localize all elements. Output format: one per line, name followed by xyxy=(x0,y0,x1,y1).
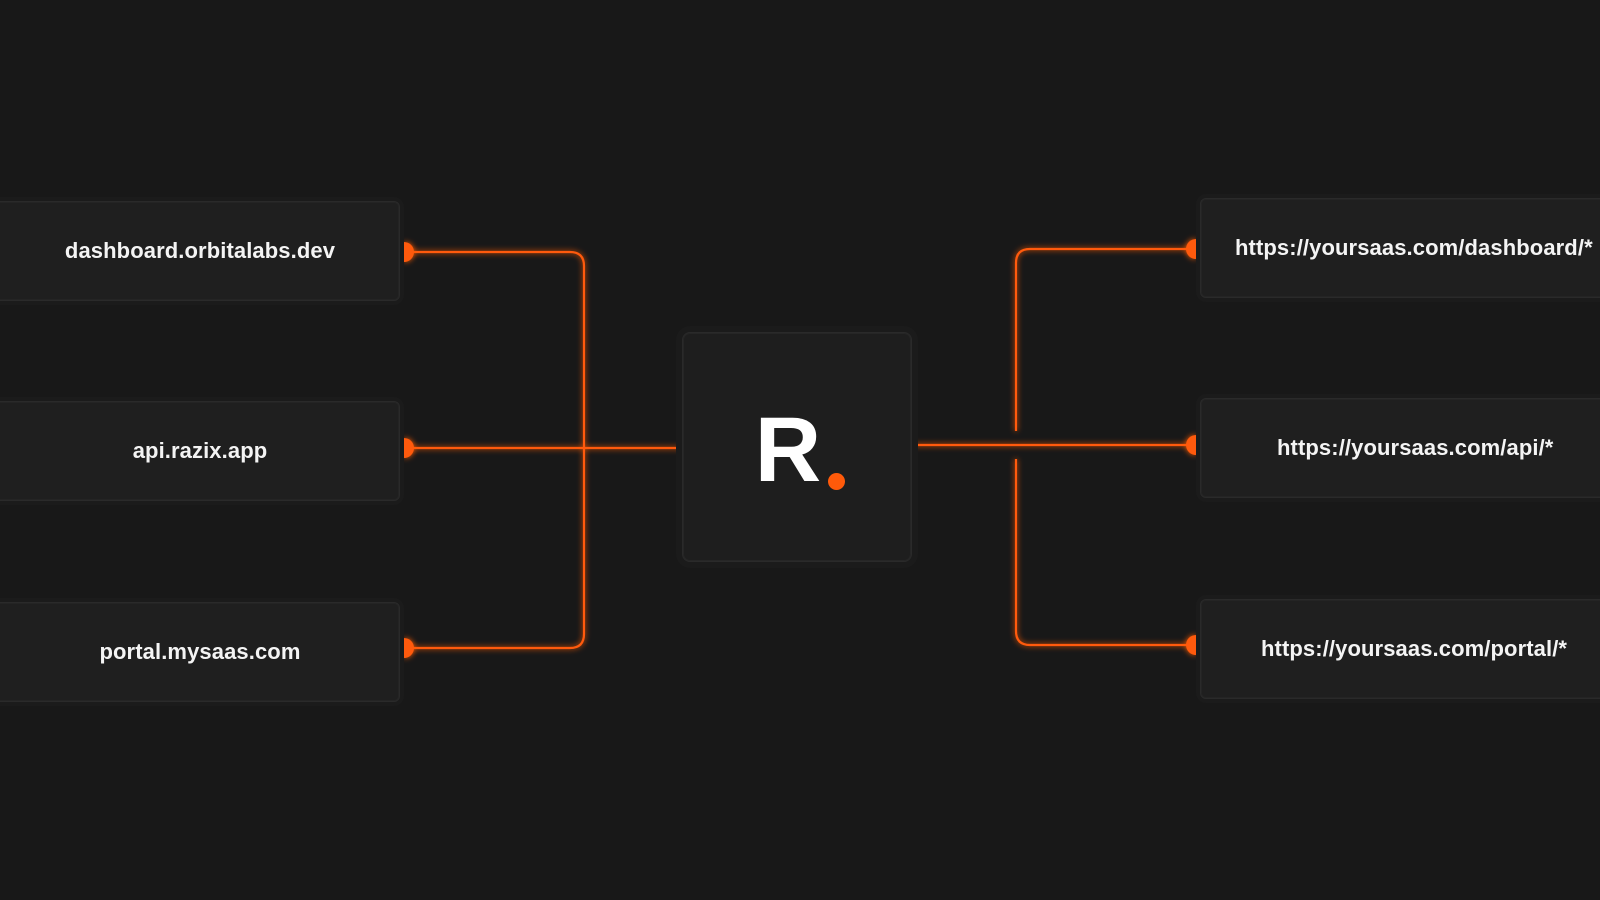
connector-dot-destination-3 xyxy=(1186,635,1196,655)
wire-destination-3 xyxy=(1014,459,1192,647)
source-card-dashboard: dashboard.orbitalabs.dev xyxy=(0,201,400,301)
wire-source-1 xyxy=(406,250,586,434)
wire-destination-1 xyxy=(1014,247,1192,431)
destination-label: https://yoursaas.com/api/* xyxy=(1277,435,1554,460)
orange-dot-icon xyxy=(828,473,846,490)
hub-logo-card: R xyxy=(682,332,912,562)
connector-dot-source-1 xyxy=(404,242,414,262)
destination-card-portal: https://yoursaas.com/portal/* xyxy=(1200,599,1600,699)
logo-letter: R xyxy=(754,399,822,501)
wire-source-3 xyxy=(406,434,586,650)
brand-logo: R xyxy=(755,404,846,496)
source-label: api.razix.app xyxy=(132,438,268,463)
source-card-portal: portal.mysaas.com xyxy=(0,602,400,702)
destination-label: https://yoursaas.com/dashboard/* xyxy=(1235,235,1593,260)
source-card-api: api.razix.app xyxy=(0,401,400,501)
source-label: portal.mysaas.com xyxy=(99,639,301,664)
connector-dot-destination-1 xyxy=(1186,239,1196,259)
destination-label: https://yoursaas.com/portal/* xyxy=(1261,636,1568,661)
destination-card-api: https://yoursaas.com/api/* xyxy=(1200,398,1600,498)
connector-dot-source-2 xyxy=(404,438,414,458)
connector-dot-destination-2 xyxy=(1186,435,1196,455)
source-label: dashboard.orbitalabs.dev xyxy=(64,238,336,263)
connector-dot-source-3 xyxy=(404,638,414,658)
destination-card-dashboard: https://yoursaas.com/dashboard/* xyxy=(1200,198,1600,298)
